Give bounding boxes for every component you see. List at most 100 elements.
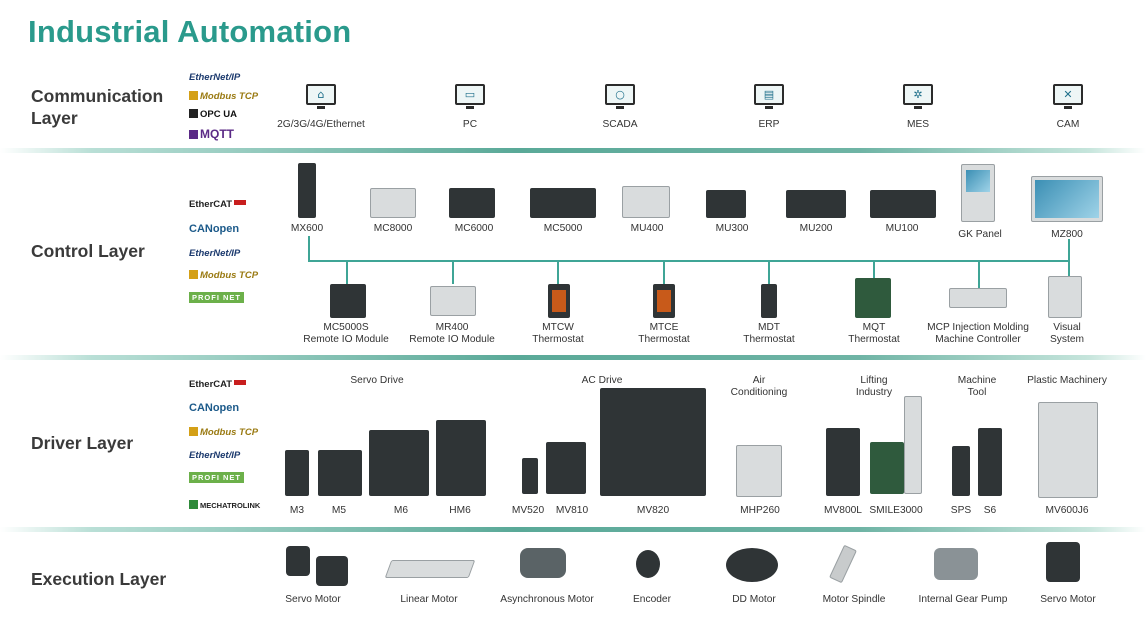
driver-layer-title: Driver Layer <box>31 433 134 453</box>
ethercat-logo: EtherCAT <box>189 379 248 390</box>
hm6-device <box>436 420 486 496</box>
servo-motor-image <box>286 546 310 576</box>
ethernet-ip-logo: EtherNet/IP <box>189 450 241 461</box>
magnifier-icon: ○ <box>605 84 635 109</box>
mv810-device <box>546 442 586 494</box>
mqt-device <box>855 278 891 318</box>
control-label: MU100 <box>885 223 919 234</box>
driver-label: MHP260 <box>740 505 780 516</box>
layer-divider <box>0 148 1146 153</box>
linear-motor-image <box>384 560 476 578</box>
driver-label: M3 <box>289 505 305 516</box>
bus-line <box>452 260 454 284</box>
comm-label-mes: MES <box>906 119 930 130</box>
mtce-device-panel <box>657 290 671 312</box>
mr400-device <box>430 286 476 316</box>
canopen-logo: CANopen <box>189 402 240 414</box>
control-label: MX600 <box>290 223 324 234</box>
document-icon: ▤ <box>754 84 784 109</box>
bus-line <box>663 260 665 284</box>
page-title: Industrial Automation <box>28 14 352 49</box>
profinet-logo: PROFI NET <box>189 292 245 303</box>
laptop-icon: ▭ <box>455 84 485 109</box>
mc5000s-device <box>330 284 366 318</box>
mcp-device <box>949 288 1007 308</box>
comm-label-network: 2G/3G/4G/Ethernet <box>277 119 365 130</box>
gears-icon: ✲ <box>903 84 933 109</box>
dd-motor-image <box>726 548 778 582</box>
control-label: MU200 <box>799 223 833 234</box>
driver-label: SMILE3000 <box>869 505 923 516</box>
comm-label-pc: PC <box>462 119 478 130</box>
bus-line <box>768 260 770 284</box>
driver-label: MV600J6 <box>1045 505 1089 516</box>
execution-label: Motor Spindle <box>822 594 886 605</box>
driver-label: MV520 <box>511 505 545 516</box>
gk-panel-screen <box>966 170 990 192</box>
group-header-plastic: Plastic Machinery <box>1027 375 1107 386</box>
mqtt-logo: MQTT <box>189 127 234 141</box>
bus-line <box>557 260 559 284</box>
sps-device <box>952 446 970 496</box>
mc8000-device <box>370 188 416 218</box>
driver-label: SPS <box>950 505 972 516</box>
mz800-screen <box>1035 180 1099 218</box>
bus-line <box>346 260 348 284</box>
servo-motor-image <box>316 556 348 586</box>
tools-icon: ✕ <box>1053 84 1083 109</box>
group-header-servo: Servo Drive <box>350 375 404 386</box>
execution-label: Linear Motor <box>400 594 458 605</box>
opc-ua-logo: OPC UA <box>189 109 237 120</box>
execution-label: Servo Motor <box>285 594 341 605</box>
comm-label-erp: ERP <box>758 119 780 130</box>
bus-line <box>308 236 310 261</box>
layer-divider <box>0 527 1146 532</box>
mv820-device <box>600 388 706 496</box>
servo-motor-image <box>1046 542 1080 582</box>
bus-line <box>873 260 875 280</box>
driver-label: MV820 <box>636 505 670 516</box>
control-label: MU400 <box>630 223 664 234</box>
ethernet-ip-logo: EtherNet/IP <box>189 72 241 83</box>
mv800l-device <box>826 428 860 496</box>
modbus-tcp-logo: Modbus TCP <box>189 427 258 438</box>
mu400-device <box>622 186 670 218</box>
mc5000-device <box>530 188 596 218</box>
ethernet-ip-logo: EtherNet/IP <box>189 248 241 259</box>
s6-device <box>978 428 1002 496</box>
m6-device <box>369 430 429 496</box>
mx600-device <box>298 163 316 218</box>
internal-gear-pump-image <box>934 548 978 580</box>
ethercat-logo: EtherCAT <box>189 199 248 210</box>
driver-label: M5 <box>331 505 347 516</box>
execution-label: Internal Gear Pump <box>918 594 1008 605</box>
mu100-device <box>870 190 936 218</box>
m3-device <box>285 450 309 496</box>
m5-device <box>318 450 362 496</box>
bus-line <box>1068 239 1070 279</box>
bus-line <box>308 260 1069 262</box>
group-header-ac: AC Drive <box>581 375 623 386</box>
driver-label: HM6 <box>449 505 471 516</box>
driver-label: MV800L <box>824 505 862 516</box>
smile3000-device <box>870 442 904 494</box>
motor-spindle-image <box>829 544 857 584</box>
encoder-image <box>636 550 660 578</box>
control-layer-title: Control Layer <box>31 241 145 261</box>
execution-label: Asynchronous Motor <box>500 594 594 605</box>
mtcw-device-panel <box>552 290 566 312</box>
layer-divider <box>0 355 1146 360</box>
mv600j6-device <box>1038 402 1098 498</box>
control-label: MC8000 <box>373 223 413 234</box>
mdt-device <box>761 284 777 318</box>
mu200-device <box>786 190 846 218</box>
